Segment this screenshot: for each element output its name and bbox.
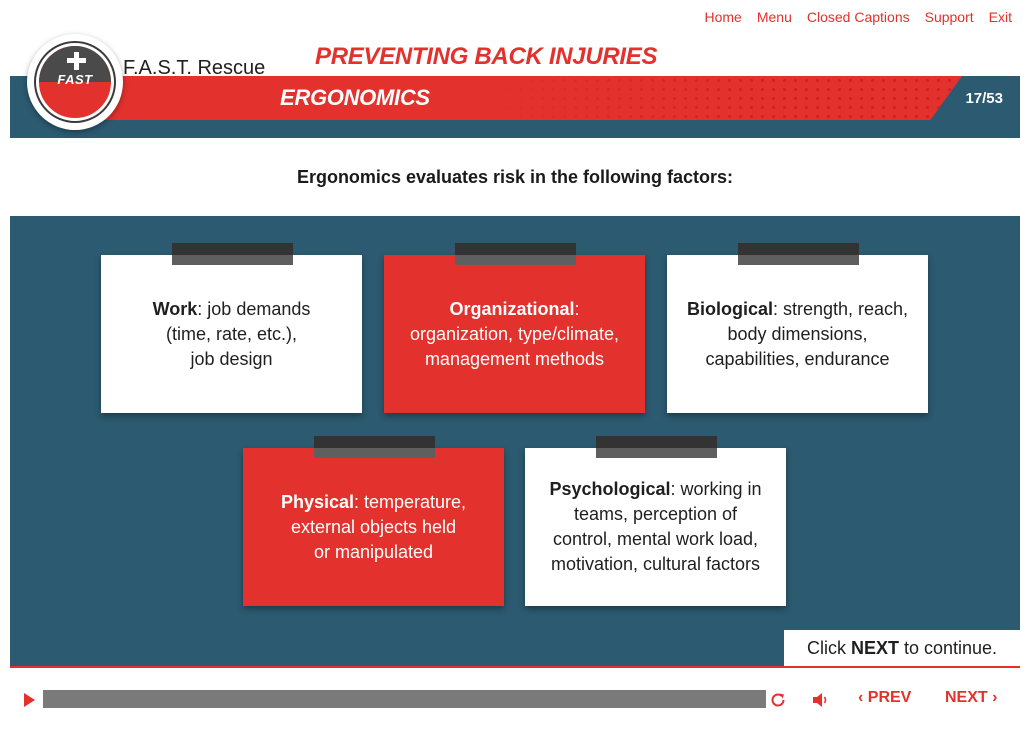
continue-text-strong: NEXT bbox=[850, 637, 899, 658]
play-icon[interactable] bbox=[24, 693, 35, 707]
card-desc-line: : strength, reach, bbox=[772, 298, 909, 319]
continue-text-pre: Click bbox=[806, 637, 851, 658]
card-term: Biological bbox=[686, 298, 773, 319]
logo-text: FAST bbox=[57, 72, 93, 87]
fast-logo: FAST bbox=[27, 34, 123, 130]
chevron-left-icon: ‹ bbox=[858, 689, 864, 706]
next-label: NEXT bbox=[945, 689, 988, 706]
prev-label: PREV bbox=[867, 689, 912, 706]
continue-text-post: to continue. bbox=[898, 637, 998, 658]
card-desc-line: capabilities, endurance bbox=[705, 348, 890, 369]
factor-card-organizational: Organizational: organization, type/clima… bbox=[384, 243, 645, 413]
nav-home-link[interactable]: Home bbox=[704, 9, 742, 25]
card-desc-line: control, mental work load, bbox=[552, 529, 759, 549]
card-desc-line: organization, type/climate, bbox=[409, 323, 620, 344]
factor-card-psychological: Psychological: working in teams, percept… bbox=[525, 436, 786, 606]
card-desc-line: : temperature, bbox=[353, 491, 467, 512]
replay-icon[interactable] bbox=[769, 691, 787, 709]
nav-support-link[interactable]: Support bbox=[924, 9, 974, 25]
volume-icon[interactable] bbox=[812, 692, 830, 708]
slide-counter: 17/53 bbox=[965, 90, 1003, 107]
logo-badge: FAST bbox=[36, 43, 114, 121]
nav-exit-link[interactable]: Exit bbox=[988, 9, 1012, 25]
factor-card-work: Work: job demands (time, rate, etc.), jo… bbox=[101, 243, 362, 413]
tape-strip bbox=[455, 243, 576, 265]
next-button[interactable]: NEXT › bbox=[945, 689, 997, 707]
tape-strip bbox=[738, 243, 859, 265]
card-desc-line: or manipulated bbox=[313, 541, 434, 562]
card-desc-line: body dimensions, bbox=[727, 323, 868, 344]
card-desc-line: job design bbox=[190, 348, 273, 369]
card-desc-line: external objects held bbox=[290, 516, 457, 537]
card-desc-line: motivation, cultural factors bbox=[550, 554, 761, 574]
card-desc-line: : working in bbox=[670, 479, 762, 499]
card-text: Work: job demands (time, rate, etc.), jo… bbox=[153, 297, 311, 372]
prev-button[interactable]: ‹ PREV bbox=[858, 689, 911, 707]
card-desc-line: : bbox=[574, 298, 580, 319]
tape-strip bbox=[596, 436, 717, 458]
nav-menu-link[interactable]: Menu bbox=[756, 9, 792, 25]
medical-cross-icon bbox=[67, 52, 86, 70]
tape-strip bbox=[172, 243, 293, 265]
tape-strip bbox=[314, 436, 435, 458]
card-desc-line: teams, perception of bbox=[573, 504, 738, 524]
factor-card-physical: Physical: temperature, external objects … bbox=[243, 436, 504, 606]
brand-name: F.A.S.T. Rescue bbox=[123, 57, 266, 79]
top-nav: Home Menu Closed Captions Support Exit bbox=[704, 9, 1012, 25]
card-term: Organizational bbox=[449, 298, 575, 319]
nav-closed-captions-link[interactable]: Closed Captions bbox=[806, 9, 910, 25]
ribbon-fade bbox=[482, 76, 962, 120]
card-term: Psychological bbox=[549, 479, 671, 499]
card-term: Work bbox=[152, 298, 198, 319]
card-desc-line: management methods bbox=[424, 348, 605, 369]
chevron-right-icon: › bbox=[992, 689, 998, 706]
card-desc-line: (time, rate, etc.), bbox=[165, 323, 297, 344]
card-text: Psychological: working in teams, percept… bbox=[549, 477, 761, 577]
card-text: Organizational: organization, type/clima… bbox=[410, 297, 619, 372]
card-text: Biological: strength, reach, body dimens… bbox=[687, 297, 908, 372]
card-term: Physical bbox=[280, 491, 354, 512]
intro-text: Ergonomics evaluates risk in the followi… bbox=[296, 167, 734, 187]
section-title: ERGONOMICS bbox=[280, 85, 430, 110]
course-title: PREVENTING BACK INJURIES bbox=[315, 43, 658, 70]
progress-fill bbox=[43, 690, 766, 708]
card-desc-line: : job demands bbox=[197, 298, 311, 319]
progress-bar[interactable] bbox=[43, 690, 766, 708]
card-text: Physical: temperature, external objects … bbox=[281, 490, 466, 565]
factor-card-biological: Biological: strength, reach, body dimens… bbox=[667, 243, 928, 413]
continue-prompt: Click NEXT to continue. bbox=[784, 630, 1020, 666]
header-ribbon bbox=[60, 76, 962, 120]
